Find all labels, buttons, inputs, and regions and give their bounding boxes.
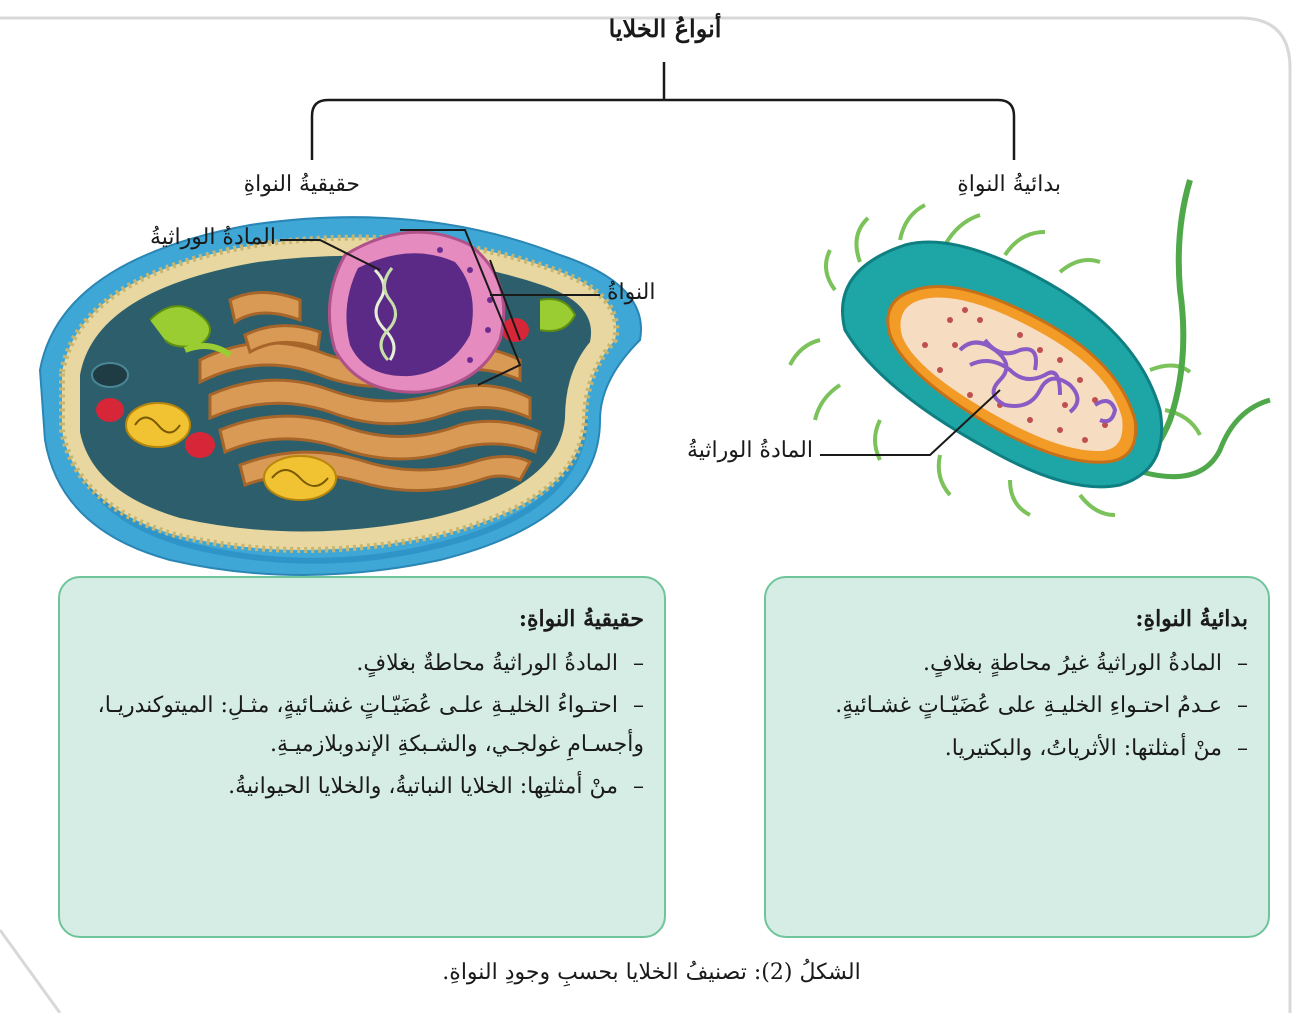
prokaryote-genetic-material-label: المادةُ الوراثيةُ <box>687 438 813 463</box>
prokaryote-box-heading: بدائيةُ النواةِ: <box>786 600 1248 639</box>
diagram-title: أنواعُ الخلايا <box>565 14 765 43</box>
lysosome <box>185 432 215 458</box>
prokaryote-item: –عـدمُ احتـواءِ الخليـةِ على عُضَيّـاتٍ … <box>786 687 1248 726</box>
eukaryote-branch-label: حقيقيةُ النواةِ <box>244 172 360 197</box>
eukaryote-item: –المادةُ الوراثيةُ محاطةٌ بغلافٍ. <box>80 645 644 684</box>
prokaryote-item: –المادةُ الوراثيةُ غيرُ محاطةٍ بغلافٍ. <box>786 645 1248 684</box>
vesicle <box>92 363 128 387</box>
eukaryote-info-box: حقيقيةُ النواةِ: –المادةُ الوراثيةُ محاط… <box>58 576 666 938</box>
figure-caption: الشكلُ (2): تصنيفُ الخلايا بحسبِ وجودِ ا… <box>0 960 1303 985</box>
lysosome <box>96 398 124 422</box>
eukaryote-item: –احتـواءُ الخليـةِ علـى عُضَيّـاتٍ غشـائ… <box>80 687 644 764</box>
prokaryotic-cell-illustration <box>790 180 1270 515</box>
eukaryotic-cell-illustration <box>40 217 641 575</box>
eukaryote-box-heading: حقيقيةُ النواةِ: <box>80 600 644 639</box>
prokaryote-info-box: بدائيةُ النواةِ: –المادةُ الوراثيةُ غيرُ… <box>764 576 1270 938</box>
tree-connector <box>312 62 1014 160</box>
eukaryote-item: –منْ أمثلتِها: الخلايا النباتيةُ، والخلا… <box>80 768 644 807</box>
eukaryote-genetic-material-label: المادةُ الوراثيةُ <box>150 225 276 250</box>
prokaryote-branch-label: بدائيةُ النواةِ <box>957 172 1061 197</box>
eukaryote-nucleus-label: النواةُ <box>607 280 655 305</box>
prokaryote-item: –منْ أمثلتها: الأثرياتُ، والبكتيريا. <box>786 730 1248 769</box>
nucleus <box>329 232 503 392</box>
